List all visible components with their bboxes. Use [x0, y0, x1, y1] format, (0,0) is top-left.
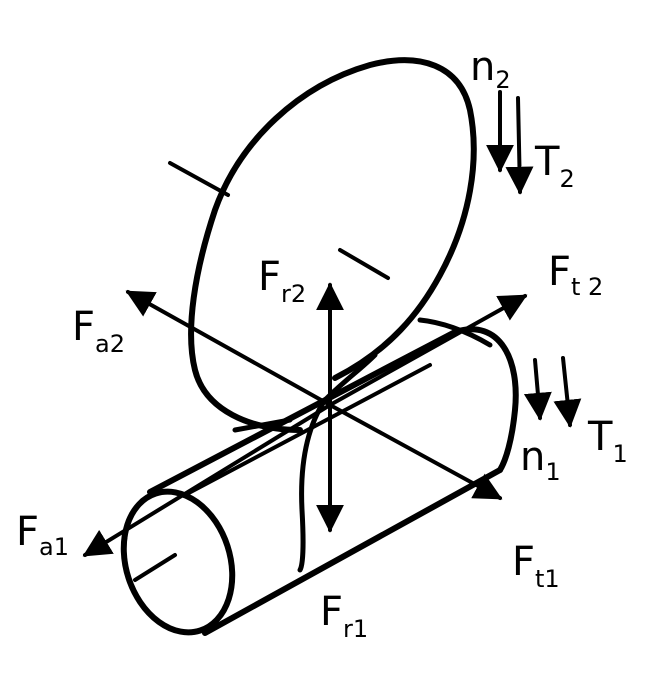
label-fr1: Fr1 — [320, 589, 368, 643]
ft1-arrow — [328, 403, 503, 500]
gear-2-axis-upper — [168, 161, 230, 197]
gear-2-wheel — [188, 57, 493, 433]
worm-1-cylinder — [120, 326, 519, 636]
wheel-rim-stub — [232, 417, 293, 433]
t1-arrow — [553, 356, 582, 428]
label-t1: T1 — [587, 414, 628, 468]
contact-curve — [297, 397, 328, 573]
label-ft1: Ft1 — [512, 539, 560, 593]
ft2-arrow — [328, 294, 528, 407]
t2-arrow — [505, 96, 534, 195]
fa2-arrow — [125, 290, 332, 407]
label-n2: n2 — [470, 44, 511, 94]
label-fa1: Fa1 — [16, 509, 69, 561]
n1-arrow — [523, 358, 552, 421]
fa1-arrow — [82, 403, 332, 557]
label-n1: n1 — [520, 434, 561, 486]
label-t2: T2 — [534, 139, 575, 193]
label-fr2: Fr2 — [258, 254, 306, 308]
label-fa2: Fa2 — [72, 304, 125, 358]
gear-2-axis-lower — [338, 248, 390, 280]
label-ft2: Ft 2 — [548, 249, 603, 301]
